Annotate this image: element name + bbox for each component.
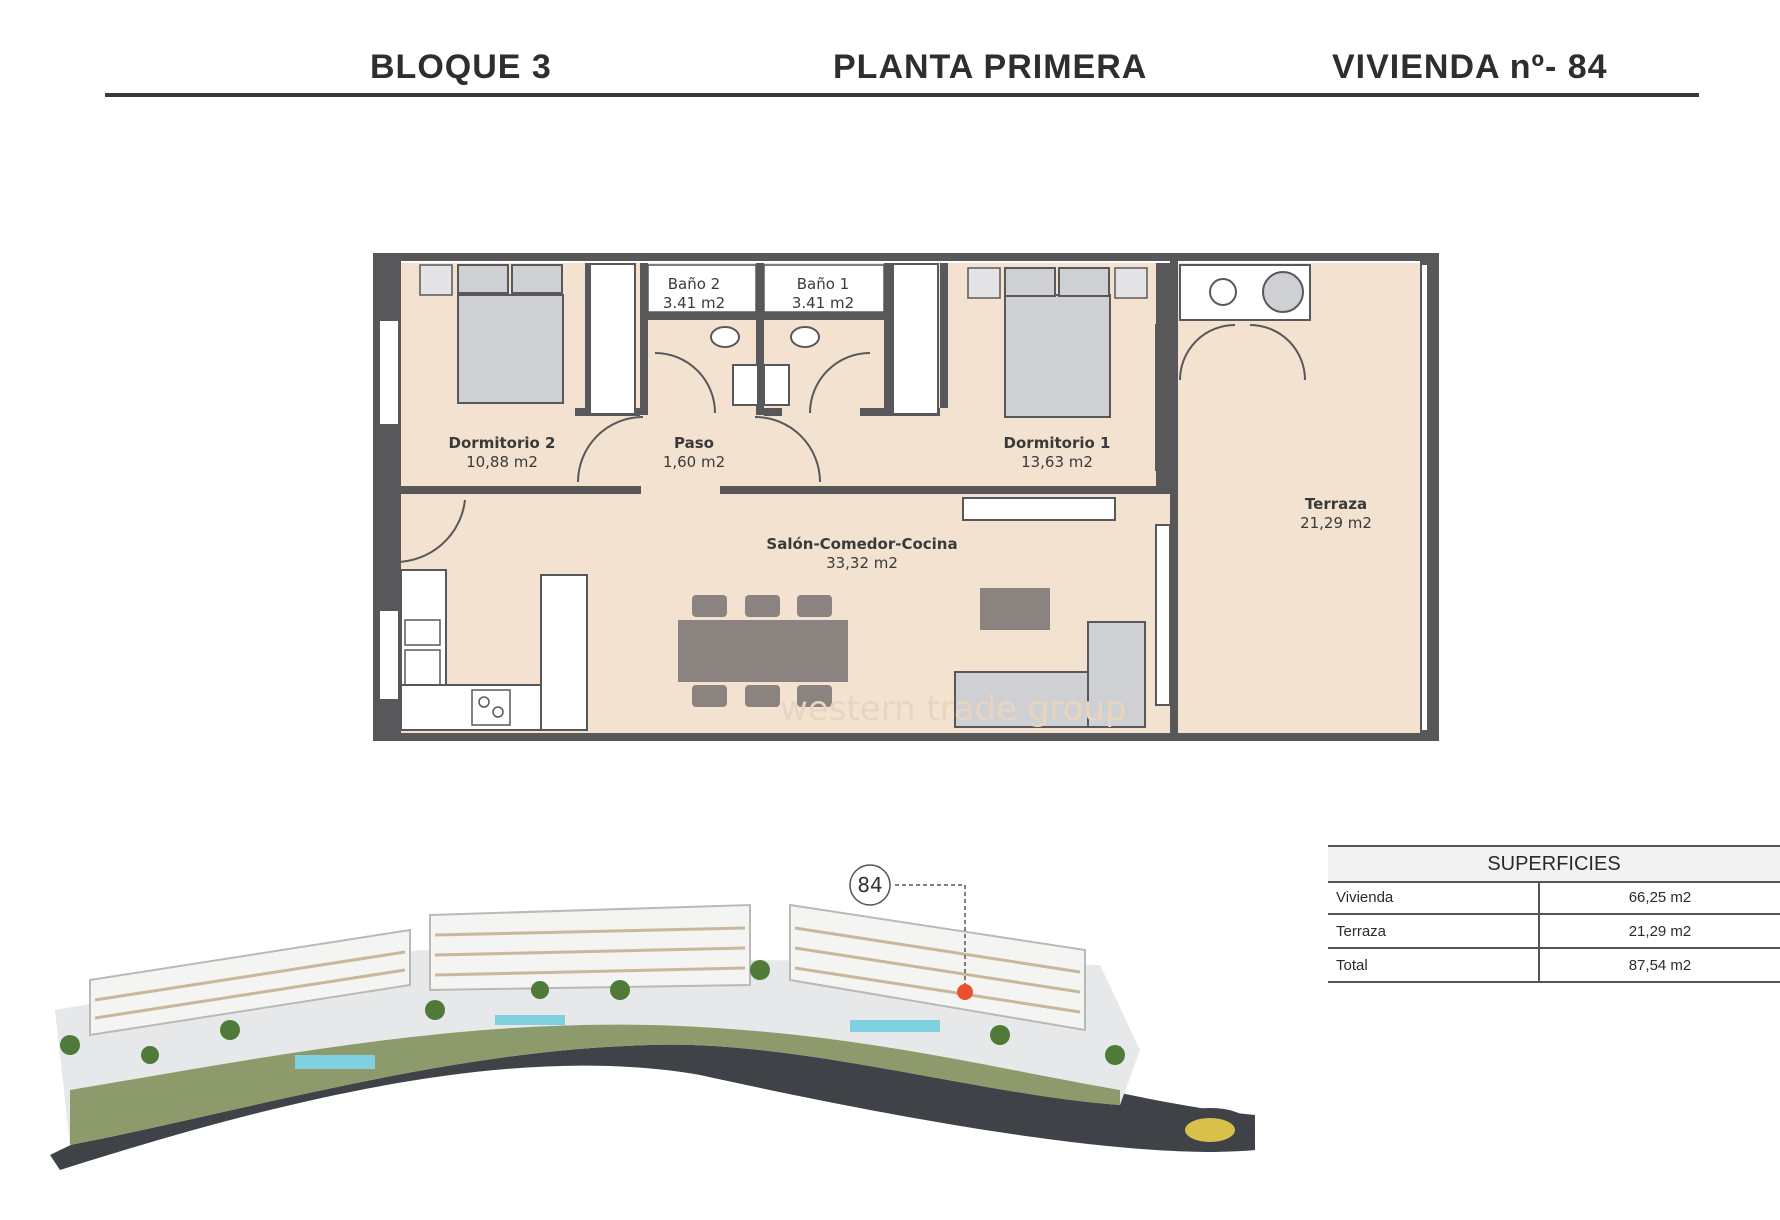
wardrobe-dorm2 (589, 263, 636, 415)
roundabout (1185, 1118, 1235, 1142)
pool-2 (495, 1015, 565, 1025)
unit-locator-number: 84 (857, 873, 882, 897)
label-dorm1: Dormitorio 1 (1004, 434, 1111, 452)
bed-dorm1 (1004, 294, 1111, 418)
cooktop (471, 689, 511, 726)
label-bano2: Baño 2 (668, 275, 720, 293)
superficies-row: Vivienda 66,25 m2 (1328, 881, 1780, 915)
floor-plan: western trade group Dormitorio 2 10,88 m… (373, 253, 1439, 741)
toilet-bano2 (710, 326, 740, 348)
pool-1 (295, 1055, 375, 1069)
wardrobe-dorm1 (892, 263, 939, 415)
unit-locator-badge (849, 864, 891, 906)
floor-title: PLANTA PRIMERA (833, 48, 1148, 86)
area-salon: 33,32 m2 (826, 554, 898, 572)
superficies-row: Terraza 21,29 m2 (1328, 915, 1780, 949)
label-salon: Salón-Comedor-Cocina (766, 535, 957, 553)
area-bano1: 3.41 m2 (792, 294, 854, 312)
area-terraza: 21,29 m2 (1300, 514, 1372, 532)
watermark: western trade group (780, 689, 1127, 729)
superficies-row: Total 87,54 m2 (1328, 949, 1780, 983)
window-left-top (378, 319, 400, 426)
sink-bano2 (732, 364, 759, 406)
row-label: Terraza (1336, 923, 1387, 940)
toilet-bano1 (790, 326, 820, 348)
tv-unit (962, 497, 1116, 521)
window-left-bottom (378, 609, 400, 701)
kitchen-sink (404, 619, 441, 646)
bed-dorm2 (457, 294, 564, 404)
shower-bano1 (763, 264, 885, 313)
area-dorm2: 10,88 m2 (466, 453, 538, 471)
row-value: 66,25 m2 (1628, 889, 1692, 906)
sink-bano1 (763, 364, 790, 406)
building-1 (89, 928, 411, 1037)
window-right-bottom (1155, 524, 1171, 706)
coffee-table (980, 588, 1050, 630)
block-title: BLOQUE 3 (370, 48, 552, 86)
pool-3 (850, 1020, 940, 1032)
superficies-title: SUPERFICIES (1328, 845, 1780, 883)
header-rule (105, 93, 1699, 97)
site-aerial-view: 84 (50, 864, 1255, 1170)
label-terraza: Terraza (1305, 495, 1367, 513)
row-label: Total (1336, 957, 1368, 974)
dining-table (678, 620, 848, 682)
unit-title: VIVIENDA nº- 84 (1332, 48, 1608, 86)
unit-location-dot (957, 984, 973, 1000)
shower-bano2 (647, 264, 757, 313)
row-label: Vivienda (1336, 889, 1394, 906)
area-paso: 1,60 m2 (663, 453, 725, 471)
building-3 (789, 903, 1086, 1032)
row-value: 87,54 m2 (1628, 957, 1692, 974)
label-bano1: Baño 1 (797, 275, 849, 293)
kitchen-island (540, 574, 588, 731)
label-paso: Paso (674, 434, 714, 452)
label-dorm2: Dormitorio 2 (449, 434, 556, 452)
area-bano2: 3.41 m2 (663, 294, 725, 312)
area-dorm1: 13,63 m2 (1021, 453, 1093, 471)
row-value: 21,29 m2 (1628, 923, 1692, 940)
terrace-area (1178, 263, 1426, 730)
